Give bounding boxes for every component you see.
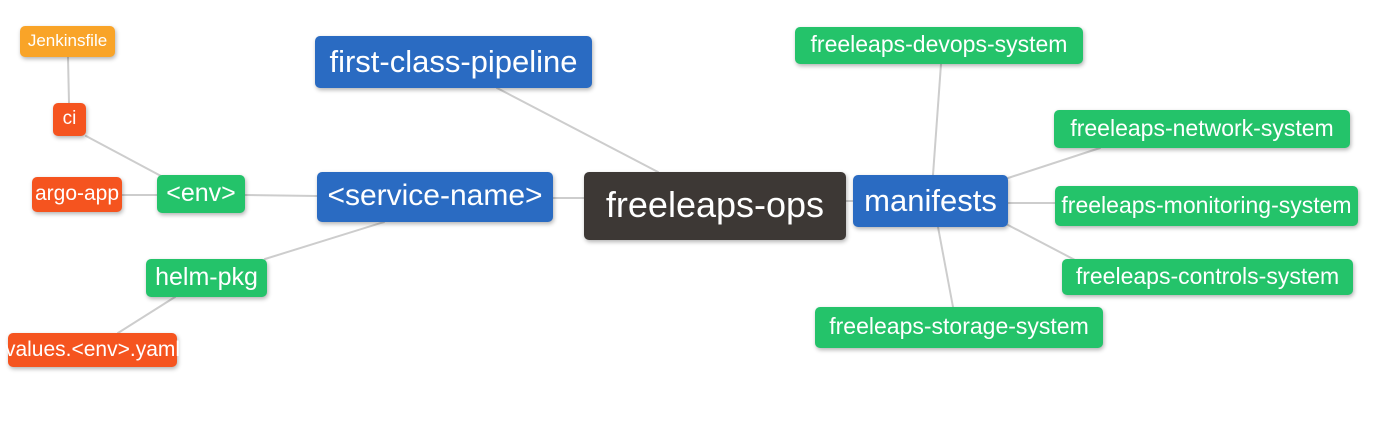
node-freeleaps-monitoring-system[interactable]: freeleaps-monitoring-system bbox=[1055, 186, 1358, 226]
node-freeleaps-controls-system[interactable]: freeleaps-controls-system bbox=[1062, 259, 1353, 295]
edge-manifests-to-freeleaps-controls-system bbox=[1007, 224, 1076, 261]
node-freeleaps-devops-system[interactable]: freeleaps-devops-system bbox=[795, 27, 1083, 64]
node-service-name[interactable]: <service-name> bbox=[317, 172, 553, 222]
node-freeleaps-ops[interactable]: freeleaps-ops bbox=[584, 172, 846, 240]
node-first-class-pipeline[interactable]: first-class-pipeline bbox=[315, 36, 592, 88]
edge-helm-pkg-to-values-env-yaml bbox=[117, 296, 176, 334]
edge-manifests-to-freeleaps-network-system bbox=[1007, 147, 1101, 179]
edge-manifests-to-freeleaps-devops-system bbox=[932, 63, 942, 176]
node-values-env-yaml[interactable]: values.<env>.yaml bbox=[5, 333, 180, 367]
node-manifests[interactable]: manifests bbox=[853, 175, 1008, 227]
edge-ci-to-env bbox=[85, 135, 162, 177]
node-helm-pkg[interactable]: helm-pkg bbox=[146, 259, 267, 297]
edge-jenkinsfile-to-ci bbox=[67, 56, 70, 104]
node-argo-app[interactable]: argo-app bbox=[32, 177, 122, 212]
node-ci[interactable]: ci bbox=[53, 103, 86, 136]
node-jenkinsfile[interactable]: Jenkinsfile bbox=[20, 26, 115, 57]
edge-manifests-to-freeleaps-storage-system bbox=[937, 226, 954, 308]
edge-first-class-pipeline-to-freeleaps-ops bbox=[496, 87, 659, 173]
node-freeleaps-storage-system[interactable]: freeleaps-storage-system bbox=[815, 307, 1103, 348]
node-freeleaps-network-system[interactable]: freeleaps-network-system bbox=[1054, 110, 1350, 148]
edge-env-to-service-name bbox=[244, 194, 318, 197]
node-env[interactable]: <env> bbox=[157, 175, 245, 213]
edge-service-name-to-helm-pkg bbox=[264, 221, 385, 260]
